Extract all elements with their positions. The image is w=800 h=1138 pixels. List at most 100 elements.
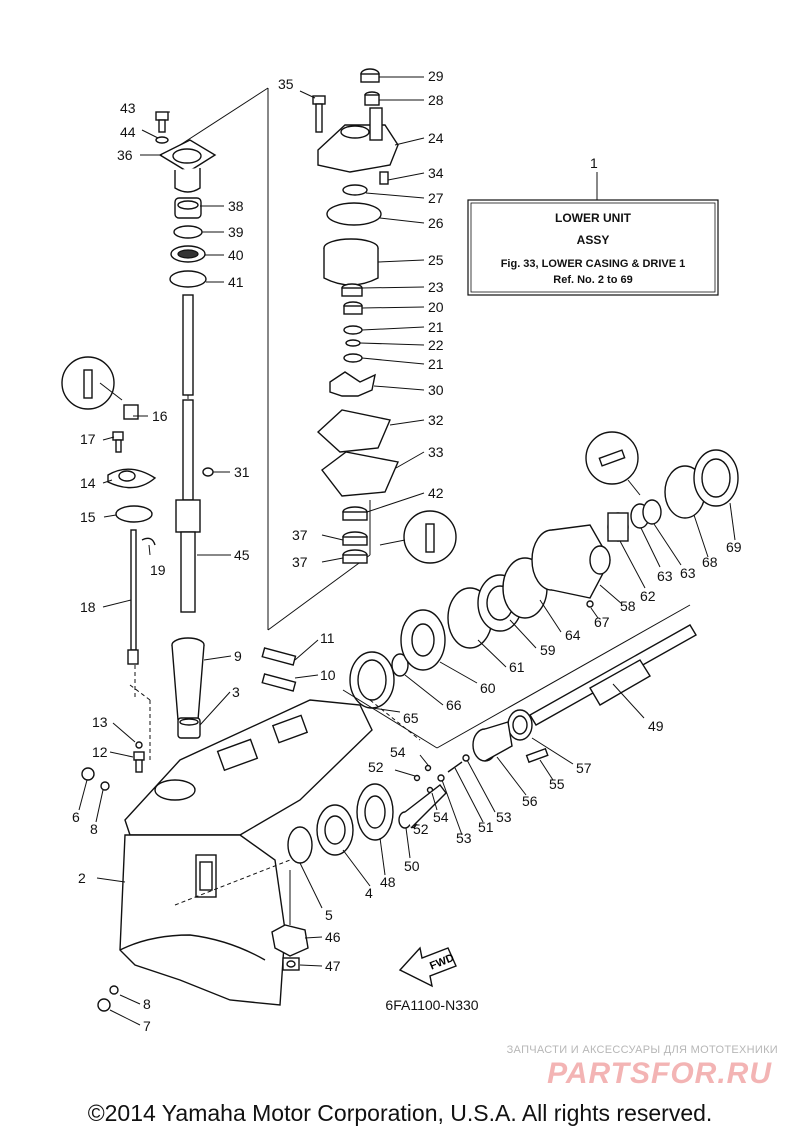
part-62-needle-bearing bbox=[607, 512, 629, 542]
part-11-key bbox=[261, 647, 297, 666]
part-14-shift-rod-holder bbox=[107, 468, 157, 489]
part-63-seal-outer bbox=[642, 499, 662, 525]
callout-14: 14 bbox=[80, 475, 96, 491]
part-66-washer bbox=[391, 653, 409, 677]
part-8-gasket-upper bbox=[100, 781, 110, 791]
part-10-key bbox=[261, 673, 297, 692]
part-67-pin bbox=[586, 600, 594, 608]
callout-45: 45 bbox=[234, 547, 250, 563]
part-51-spring bbox=[447, 761, 463, 773]
part-43-bolt bbox=[155, 111, 169, 133]
part-57-spring bbox=[507, 709, 533, 741]
callout-53-right: 53 bbox=[496, 809, 512, 825]
part-55-cross-pin bbox=[525, 747, 549, 764]
part-32-outer-plate bbox=[316, 409, 391, 453]
callout-8-upper: 8 bbox=[90, 821, 98, 837]
part-24-pump-housing bbox=[317, 107, 399, 173]
callout-60: 60 bbox=[480, 680, 496, 696]
part-60-reverse-gear bbox=[400, 609, 446, 671]
part-53-pin-upper bbox=[462, 754, 470, 762]
part-44-washer bbox=[155, 136, 169, 144]
part-31-pin bbox=[202, 467, 214, 477]
callout-48: 48 bbox=[380, 874, 396, 890]
callout-49: 49 bbox=[648, 718, 664, 734]
drawing-code: 6FA1100-N330 bbox=[385, 997, 478, 1013]
part-27-o-ring bbox=[342, 184, 368, 196]
propeller-shaft-group bbox=[271, 449, 739, 971]
callout-53-left: 53 bbox=[456, 830, 472, 846]
part-50-shift-plunger bbox=[398, 784, 447, 829]
callout-52-lower: 52 bbox=[413, 821, 429, 837]
callout-21-upper: 21 bbox=[428, 319, 444, 335]
part-21-washer-upper bbox=[343, 325, 363, 335]
callout-39: 39 bbox=[228, 224, 244, 240]
callout-64: 64 bbox=[565, 627, 581, 643]
part-33-gasket bbox=[321, 451, 399, 497]
assy-reference-box: 1 LOWER UNIT ASSY Fig. 33, LOWER CASING … bbox=[467, 155, 719, 296]
callout-22: 22 bbox=[428, 337, 444, 353]
callout-52-upper: 52 bbox=[368, 759, 384, 775]
part-34-dowel bbox=[379, 171, 389, 185]
part-20-seal bbox=[343, 301, 363, 315]
water-pump-group bbox=[312, 68, 399, 564]
part-9-sleeve bbox=[171, 637, 205, 724]
assy-line-4: Ref. No. 2 to 69 bbox=[553, 274, 632, 286]
leader-lines bbox=[78, 76, 736, 1026]
callout-62: 62 bbox=[640, 588, 656, 604]
callout-9: 9 bbox=[234, 648, 242, 664]
callout-50: 50 bbox=[404, 858, 420, 874]
part-3-bearing bbox=[177, 717, 201, 739]
callout-10: 10 bbox=[320, 667, 336, 683]
part-6-screw bbox=[81, 767, 95, 781]
part-7-drain-screw bbox=[97, 998, 111, 1012]
part-16-grommet bbox=[123, 404, 139, 420]
callout-44: 44 bbox=[120, 124, 136, 140]
callout-63-left: 63 bbox=[657, 568, 673, 584]
callout-15: 15 bbox=[80, 509, 96, 525]
fwd-arrow: FWD bbox=[398, 946, 457, 988]
callout-54-upper: 54 bbox=[390, 744, 406, 760]
callout-13: 13 bbox=[92, 714, 108, 730]
part-23-seal bbox=[341, 283, 363, 297]
callout-27: 27 bbox=[428, 190, 444, 206]
callout-42: 42 bbox=[428, 485, 444, 501]
callout-12: 12 bbox=[92, 744, 108, 760]
callout-37-lower: 37 bbox=[292, 554, 308, 570]
callout-40: 40 bbox=[228, 247, 244, 263]
part-35-bolt bbox=[312, 95, 326, 133]
callout-25: 25 bbox=[428, 252, 444, 268]
part-17-bolt bbox=[112, 431, 124, 453]
callout-7: 7 bbox=[143, 1018, 151, 1034]
lubricant-bubble-left bbox=[61, 356, 115, 410]
callout-63-right: 63 bbox=[680, 565, 696, 581]
part-56-dog-clutch bbox=[472, 721, 513, 762]
callout-58: 58 bbox=[620, 598, 636, 614]
callout-59: 59 bbox=[540, 642, 556, 658]
part-54-ball-upper bbox=[424, 764, 432, 772]
part-12-plug bbox=[133, 751, 145, 773]
callout-54-lower: 54 bbox=[433, 809, 449, 825]
callout-19: 19 bbox=[150, 562, 166, 578]
part-39-washer bbox=[173, 225, 203, 239]
callout-20: 20 bbox=[428, 299, 444, 315]
callout-57: 57 bbox=[576, 760, 592, 776]
callout-17: 17 bbox=[80, 431, 96, 447]
part-25-insert-cartridge bbox=[323, 238, 379, 286]
part-58-bearing-housing bbox=[531, 524, 611, 599]
part-37-oil-seal-upper bbox=[342, 531, 368, 546]
watermark-logo: PARTSFOR.RU bbox=[547, 1057, 772, 1090]
part-45-drive-shaft bbox=[175, 294, 201, 613]
part-2-lower-casing bbox=[119, 699, 373, 1006]
callout-37-upper: 37 bbox=[292, 527, 308, 543]
callout-35: 35 bbox=[278, 76, 294, 92]
part-5-shim bbox=[287, 826, 313, 864]
callout-24: 24 bbox=[428, 130, 444, 146]
callout-11: 11 bbox=[320, 630, 335, 646]
callout-3: 3 bbox=[232, 684, 240, 700]
part-15-o-ring bbox=[115, 505, 153, 523]
part-53-pin-lower bbox=[437, 774, 445, 782]
part-46-pinion bbox=[271, 924, 309, 957]
assy-line-1: LOWER UNIT bbox=[555, 211, 632, 225]
callout-51: 51 bbox=[478, 819, 494, 835]
